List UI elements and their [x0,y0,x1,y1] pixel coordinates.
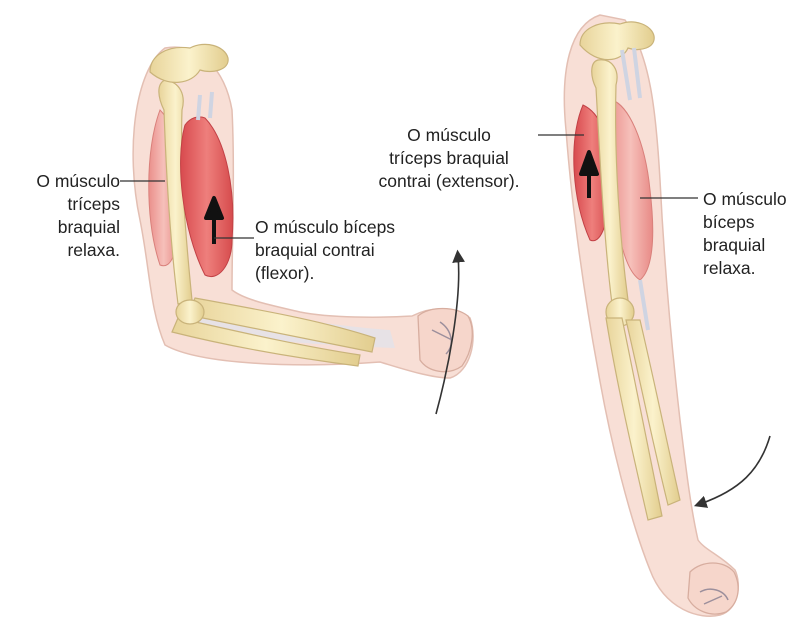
label-left-biceps: O músculo bíceps braquial contrai (flexo… [255,216,395,285]
label-right-biceps: O músculo bíceps braquial relaxa. [703,188,787,280]
label-right-triceps: O músculo tríceps braquial contrai (exte… [362,124,536,193]
right-arm [564,15,770,616]
right-movement-arrow [700,436,770,504]
right-arm-skin [564,15,738,616]
right-shoulder-bones [580,22,654,60]
left-fist [418,309,472,372]
right-fist [688,563,738,614]
label-left-triceps: O músculo tríceps braquial relaxa. [6,170,120,262]
